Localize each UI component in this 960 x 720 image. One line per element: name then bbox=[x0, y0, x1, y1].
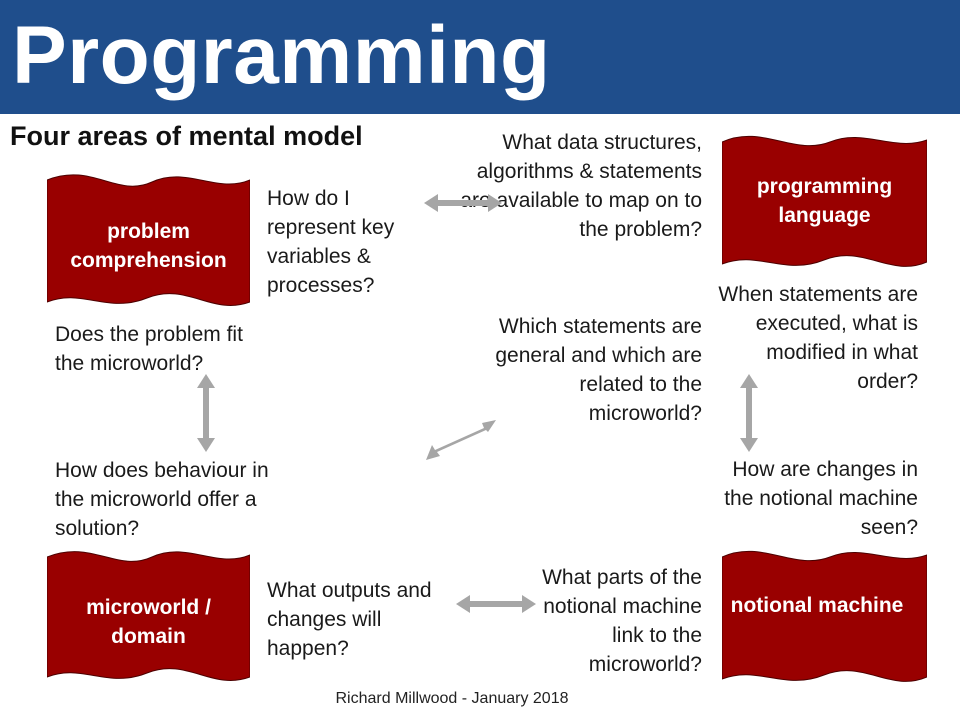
question-statements-general: Which statements are general and which a… bbox=[495, 315, 702, 425]
question-problem-fit: Does the problem fit the microworld? bbox=[55, 323, 243, 375]
double-arrow-vertical-left-icon bbox=[197, 374, 215, 452]
flag-label: problem comprehension bbox=[70, 220, 227, 272]
flag-microworld-domain: microworld / domain bbox=[47, 545, 250, 687]
question-statements-executed: When statements are executed, what is mo… bbox=[718, 283, 918, 393]
wave-flag-shape bbox=[722, 550, 927, 682]
wave-flag-shape bbox=[722, 135, 927, 267]
double-arrow-horizontal-bottom-icon bbox=[456, 595, 536, 613]
question-represent: How do I represent key variables & proce… bbox=[267, 187, 395, 297]
page-title: Programming bbox=[12, 10, 551, 101]
flag-programming-language: programming language bbox=[722, 130, 927, 272]
question-behaviour: How does behaviour in the microworld off… bbox=[55, 459, 269, 540]
wave-flag-shape bbox=[47, 174, 250, 306]
wave-flag-shape bbox=[47, 551, 250, 681]
question-machine-link: What parts of the notional machine link … bbox=[542, 566, 702, 676]
question-data-structures: What data structures, algorithms & state… bbox=[460, 131, 702, 241]
subtitle: Four areas of mental model bbox=[10, 121, 363, 151]
double-arrow-vertical-right-icon bbox=[740, 374, 758, 452]
flag-label: microworld / domain bbox=[86, 596, 211, 648]
flag-problem-comprehension: problem comprehension bbox=[47, 170, 250, 310]
question-outputs: What outputs and changes will happen? bbox=[267, 579, 432, 660]
flag-label: programming language bbox=[756, 175, 893, 227]
flag-notional-machine: notional machine bbox=[722, 545, 927, 687]
flag-label: notional machine bbox=[730, 594, 904, 617]
double-arrow-horizontal-top-icon bbox=[424, 194, 502, 212]
header-bar: Programming bbox=[0, 0, 960, 114]
footer-credit: Richard Millwood - January 2018 bbox=[335, 690, 569, 707]
question-changes-seen: How are changes in the notional machine … bbox=[724, 458, 918, 539]
double-arrow-diagonal-center-icon bbox=[426, 420, 496, 460]
